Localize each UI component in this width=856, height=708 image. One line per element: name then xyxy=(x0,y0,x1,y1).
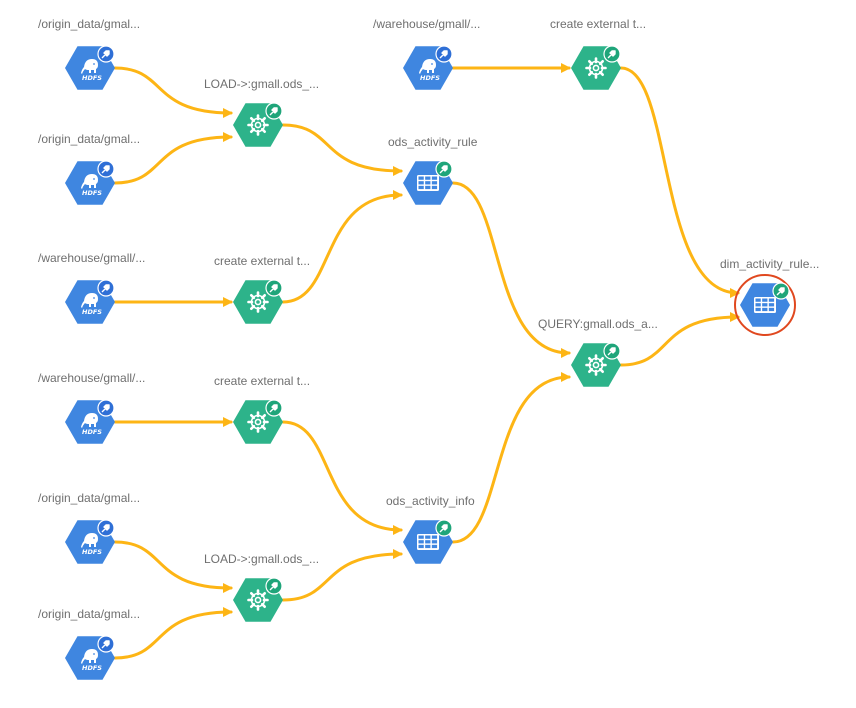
svg-text:HDFS: HDFS xyxy=(420,74,440,82)
hook-badge-icon xyxy=(97,519,115,537)
node-label: /warehouse/gmall/... xyxy=(38,251,145,265)
svg-text:HDFS: HDFS xyxy=(82,308,102,316)
hook-badge-icon xyxy=(265,279,283,297)
svg-text:HDFS: HDFS xyxy=(82,548,102,556)
node-label: /origin_data/gmal... xyxy=(38,607,140,621)
hook-badge-icon xyxy=(435,45,453,63)
hook-badge-icon xyxy=(603,45,621,63)
edge-t_info-to-p_query[interactable] xyxy=(451,372,571,544)
svg-text:HDFS: HDFS xyxy=(82,664,102,672)
process-node-p_create1[interactable]: create external t... xyxy=(214,254,310,324)
process-node-p_create2[interactable]: create external t... xyxy=(214,374,310,444)
table-node-t_info[interactable]: ods_activity_info xyxy=(386,494,475,564)
edge-hdfs1-to-p_load1[interactable] xyxy=(113,66,233,118)
node-label: LOAD->:gmall.ods_... xyxy=(204,77,319,91)
process-node-p_load1[interactable]: LOAD->:gmall.ods_... xyxy=(204,77,319,147)
hdfs-elephant-icon: HDFS xyxy=(81,293,102,316)
hook-badge-icon xyxy=(97,399,115,417)
hook-badge-icon xyxy=(97,279,115,297)
gear-icon xyxy=(247,411,269,433)
hdfs-node-hdfs1[interactable]: /origin_data/gmal... HDFS xyxy=(38,17,140,90)
hook-badge-icon xyxy=(265,399,283,417)
gear-icon xyxy=(585,354,607,376)
hdfs-elephant-icon: HDFS xyxy=(81,174,102,197)
edges-layer xyxy=(113,63,740,660)
node-label: /origin_data/gmal... xyxy=(38,17,140,31)
node-label: /warehouse/gmall/... xyxy=(38,371,145,385)
edge-p_create3-to-t_dim[interactable] xyxy=(619,66,740,298)
svg-text:HDFS: HDFS xyxy=(82,74,102,82)
hook-badge-icon xyxy=(435,160,453,178)
gear-icon xyxy=(247,114,269,136)
table-grid-icon xyxy=(754,297,776,313)
hdfs-elephant-icon: HDFS xyxy=(81,649,102,672)
node-label: dim_activity_rule... xyxy=(720,257,819,271)
edge-hdfs6-to-p_load2[interactable] xyxy=(113,607,233,660)
table-node-t_dim[interactable]: dim_activity_rule... xyxy=(720,257,819,336)
gear-icon xyxy=(247,291,269,313)
hdfs-node-hdfs7[interactable]: /warehouse/gmall/... HDFS xyxy=(373,17,480,90)
edge-t_rule-to-p_query[interactable] xyxy=(451,181,571,358)
nodes-layer: /origin_data/gmal... HDFS/origin_data/gma… xyxy=(38,17,819,680)
edge-p_query-to-t_dim[interactable] xyxy=(619,312,740,367)
edge-hdfs5-to-p_load2[interactable] xyxy=(113,540,233,593)
process-node-p_create3[interactable]: create external t... xyxy=(550,17,646,90)
edge-p_load1-to-t_rule[interactable] xyxy=(281,123,403,176)
edge-p_create2-to-t_info[interactable] xyxy=(281,420,403,535)
node-label: LOAD->:gmall.ods_... xyxy=(204,552,319,566)
process-node-p_load2[interactable]: LOAD->:gmall.ods_... xyxy=(204,552,319,622)
node-label: create external t... xyxy=(550,17,646,31)
gear-icon xyxy=(585,57,607,79)
hook-badge-icon xyxy=(435,519,453,537)
node-label: ods_activity_info xyxy=(386,494,475,508)
node-label: QUERY:gmall.ods_a... xyxy=(538,317,658,331)
hook-badge-icon xyxy=(603,342,621,360)
hdfs-node-hdfs6[interactable]: /origin_data/gmal... HDFS xyxy=(38,607,140,680)
hdfs-node-hdfs3[interactable]: /warehouse/gmall/... HDFS xyxy=(38,251,145,324)
hdfs-elephant-icon: HDFS xyxy=(81,59,102,82)
hook-badge-icon xyxy=(97,45,115,63)
node-label: /warehouse/gmall/... xyxy=(373,17,480,31)
edge-hdfs2-to-p_load1[interactable] xyxy=(113,132,233,185)
hdfs-elephant-icon: HDFS xyxy=(81,533,102,556)
table-grid-icon xyxy=(417,534,439,550)
node-label: /origin_data/gmal... xyxy=(38,132,140,146)
edge-p_load2-to-t_info[interactable] xyxy=(281,549,403,602)
hook-badge-icon xyxy=(265,577,283,595)
selection-ring xyxy=(734,274,796,336)
svg-text:HDFS: HDFS xyxy=(82,428,102,436)
hook-badge-icon xyxy=(97,635,115,653)
hook-badge-icon xyxy=(265,102,283,120)
hook-badge-icon xyxy=(97,160,115,178)
svg-text:HDFS: HDFS xyxy=(82,189,102,197)
table-grid-icon xyxy=(417,175,439,191)
hdfs-elephant-icon: HDFS xyxy=(419,59,440,82)
node-label: create external t... xyxy=(214,254,310,268)
node-label: create external t... xyxy=(214,374,310,388)
hdfs-node-hdfs4[interactable]: /warehouse/gmall/... HDFS xyxy=(38,371,145,444)
hook-badge-icon xyxy=(772,282,790,300)
process-node-p_query[interactable]: QUERY:gmall.ods_a... xyxy=(538,317,658,387)
edge-p_create1-to-t_rule[interactable] xyxy=(281,190,403,304)
node-label: ods_activity_rule xyxy=(388,135,478,149)
node-label: /origin_data/gmal... xyxy=(38,491,140,505)
hdfs-node-hdfs2[interactable]: /origin_data/gmal... HDFS xyxy=(38,132,140,205)
hdfs-elephant-icon: HDFS xyxy=(81,413,102,436)
table-node-t_rule[interactable]: ods_activity_rule xyxy=(388,135,478,205)
hdfs-node-hdfs5[interactable]: /origin_data/gmal... HDFS xyxy=(38,491,140,564)
gear-icon xyxy=(247,589,269,611)
